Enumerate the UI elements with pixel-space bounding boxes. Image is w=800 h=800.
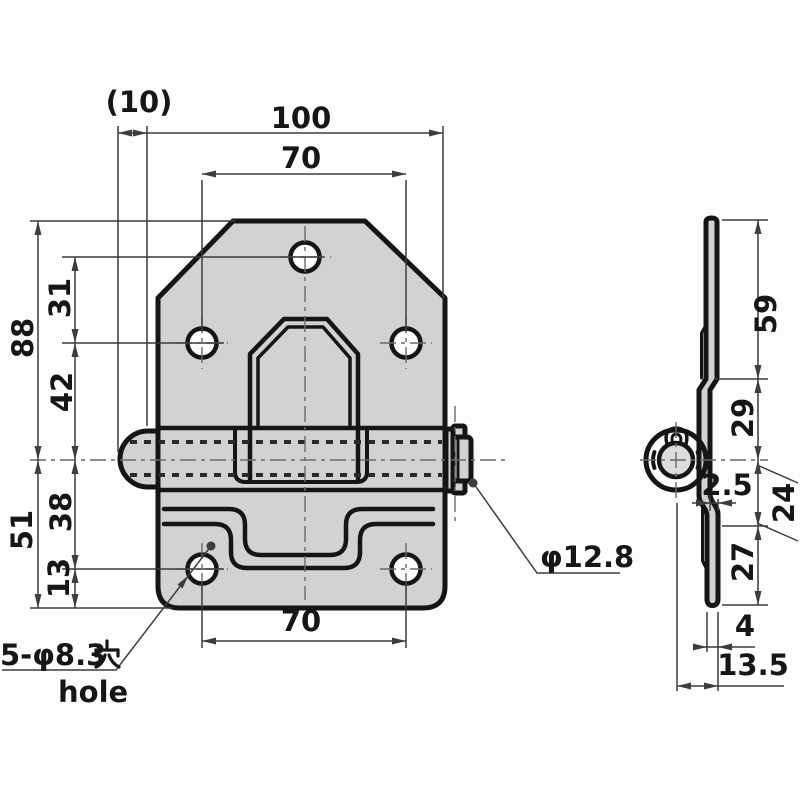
side-view xyxy=(640,215,768,608)
dim-13-5-label: 13.5 xyxy=(717,648,789,682)
dim-4-label: 4 xyxy=(735,609,755,643)
hole-callout-leader-dot xyxy=(206,541,216,551)
dim-38-label: 38 xyxy=(44,492,78,532)
front-dimensions: (10) 100 70 70 88 31 42 51 38 13 φ12.8 5… xyxy=(0,85,634,709)
hole-callout-kanji xyxy=(94,639,121,669)
arrowheads-side xyxy=(677,220,762,690)
hole-callout-english: hole xyxy=(58,675,128,709)
pin-diameter-leader xyxy=(473,483,620,574)
front-view xyxy=(30,218,508,611)
hole-callout-leader xyxy=(2,545,212,671)
side-plate-profile xyxy=(696,215,721,608)
plate-outline xyxy=(155,218,448,611)
arrowheads-front xyxy=(34,129,443,645)
dim-2-5-label: 2.5 xyxy=(701,468,752,502)
extension-lines-front xyxy=(30,126,444,648)
extension-lines-side xyxy=(676,219,768,691)
step-contour-inner xyxy=(161,521,436,571)
dim-100-label: 100 xyxy=(271,101,332,135)
pin-right-head xyxy=(450,434,474,484)
dim-51-label: 51 xyxy=(5,510,39,550)
pin-diameter-leader-dot xyxy=(468,478,478,488)
step-contour-outer xyxy=(161,506,436,558)
dim-42-label: 42 xyxy=(45,372,79,412)
ring-mid-arc-right xyxy=(695,450,701,470)
dim-70-bottom-label: 70 xyxy=(281,604,321,638)
barrel-strap-outline xyxy=(233,426,369,484)
side-emboss-ridge-lower xyxy=(701,502,709,573)
side-emboss-ridge-upper xyxy=(700,323,708,380)
dim-13-label: 13 xyxy=(42,558,76,598)
dim-88-label: 88 xyxy=(6,318,40,358)
side-dimensions: 59 29 24 27 2.5 4 13.5 xyxy=(676,219,800,691)
hole-callout-label: 5-φ8.3 xyxy=(0,638,106,672)
dim-70-top-label: 70 xyxy=(281,141,321,175)
dim-59-label: 59 xyxy=(749,294,783,334)
dim-24-label: 24 xyxy=(767,483,800,523)
pin-diameter-label: φ12.8 xyxy=(540,540,634,574)
pin-left-cap xyxy=(117,428,161,490)
dim-10-label: (10) xyxy=(106,85,173,119)
dim-31-label: 31 xyxy=(43,278,77,318)
dimension-lines-front xyxy=(37,132,443,642)
dim-29-label: 29 xyxy=(726,398,760,438)
dim-27-label: 27 xyxy=(726,542,760,582)
